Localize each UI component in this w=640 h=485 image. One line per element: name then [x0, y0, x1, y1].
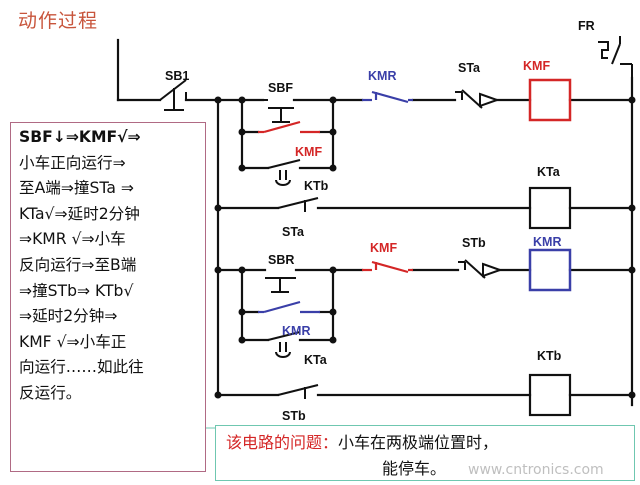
kta-contact-label: KTa [304, 353, 328, 367]
fr-label: FR [578, 19, 595, 33]
fr-contact [598, 36, 633, 78]
note-heading: 该电路的问题： [226, 433, 339, 452]
process-description-box: SBF↓⇒KMF√⇒ 小车正向运行⇒ 至A端⇒撞STa ⇒ KTa√⇒延时2分钟… [10, 122, 206, 472]
kmf-hold-contact [258, 120, 320, 134]
process-line: 反运行。 [19, 383, 82, 402]
problem-note-box: 该电路的问题：小车在两极端位置时， 能停车。 [215, 425, 635, 481]
stb-label-2: STb [282, 409, 306, 423]
sbf-label: SBF [268, 81, 293, 95]
kmr-coil [528, 248, 572, 292]
stb-switch-2 [277, 384, 319, 399]
process-line: 小车正向运行⇒ [19, 153, 126, 172]
sbr-label: SBR [268, 253, 294, 267]
sb1-button [159, 79, 187, 111]
kmf-coil [528, 78, 572, 122]
ktb-coil-label: KTb [537, 349, 562, 363]
kmr-hold-label: KMR [282, 324, 310, 338]
process-line: ⇒延时2分钟⇒ [19, 307, 118, 326]
process-line: SBF↓⇒KMF√⇒ [19, 128, 141, 146]
kmr-nc-contact-1 [362, 90, 413, 104]
sbf-button [263, 99, 294, 123]
stb-label-1: STb [462, 236, 486, 250]
process-line: 反向运行⇒至B端 [19, 255, 137, 274]
note-line-2: 能停车。 [382, 459, 447, 478]
ktb-coil [528, 373, 572, 417]
note-text-1: 小车在两极端位置时， [338, 433, 499, 452]
kmf-coil-label: KMF [523, 59, 550, 73]
note-line-1: 该电路的问题：小车在两极端位置时， [226, 429, 498, 453]
process-line: 向运行……如此往 [19, 358, 144, 377]
kmf-nc-contact-2 [362, 260, 413, 274]
kmf-hold-label: KMF [295, 145, 322, 159]
page-title: 动作过程 [18, 10, 99, 32]
sta-label-1: STa [458, 61, 481, 75]
kta-coil [528, 186, 572, 230]
watermark: www.cntronics.com [468, 462, 604, 478]
sbr-button [265, 277, 296, 293]
process-line: ⇒撞STb⇒ KTb√ [19, 281, 134, 300]
process-line: 至A端⇒撞STa ⇒ [19, 179, 134, 198]
sb1-label: SB1 [165, 69, 189, 83]
process-line: KTa√⇒延时2分钟 [19, 204, 140, 223]
stb-switch-1 [458, 259, 504, 279]
sta-switch-1 [455, 89, 501, 109]
kmr-contact-label-1: KMR [368, 69, 396, 83]
kmr-hold-contact [258, 300, 320, 314]
process-line: KMF √⇒小车正 [19, 332, 127, 351]
kmr-coil-label: KMR [533, 235, 561, 249]
sta-switch-2 [277, 197, 319, 212]
kta-coil-label: KTa [537, 165, 561, 179]
kmf-contact-label-2: KMF [370, 241, 397, 255]
ktb-contact-label: KTb [304, 179, 329, 193]
ktb-timed-contact [267, 159, 301, 186]
sta-label-2: STa [282, 225, 305, 239]
kta-timed-contact [267, 331, 301, 358]
process-line: ⇒KMR √⇒小车 [19, 230, 126, 249]
